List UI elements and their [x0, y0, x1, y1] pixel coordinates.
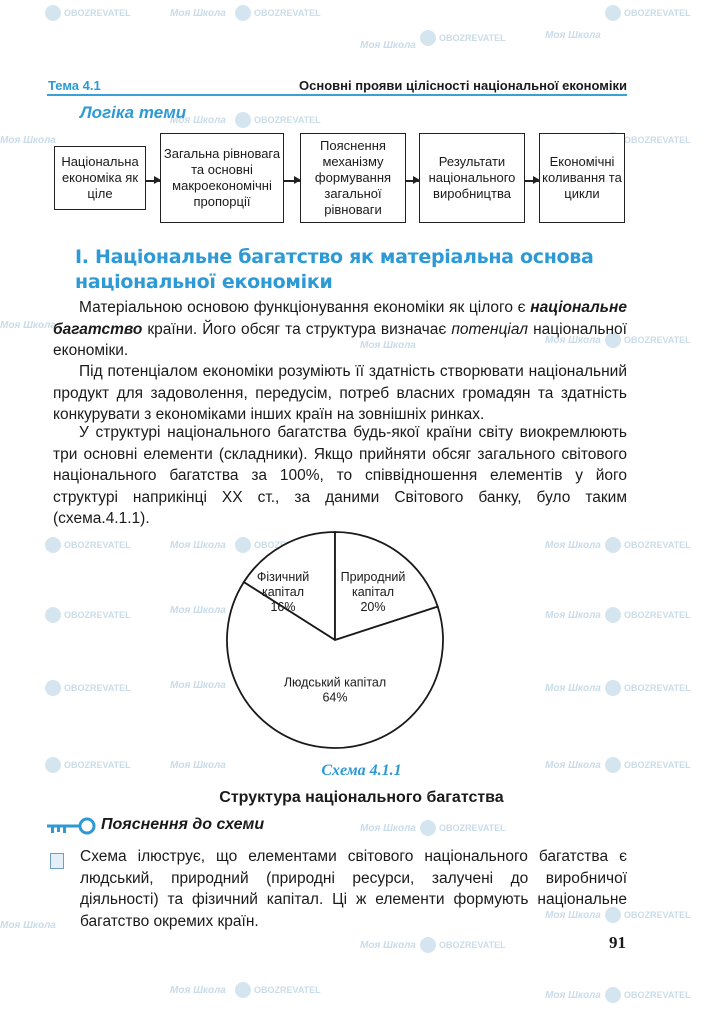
paragraph-3: У структурі національного багатства будь… — [53, 424, 627, 527]
watermark-school: Моя Школа — [545, 610, 601, 621]
section-title-text: Національне багатство як матеріальна осн… — [75, 246, 594, 293]
watermark-school: Моя Школа — [545, 540, 601, 551]
paragraph-text: Матеріальною основою функціонування екон… — [79, 299, 531, 316]
flow-arrow — [146, 177, 161, 183]
flow-box-1: Національна економіка як ціле — [54, 146, 146, 210]
watermark-obozrevatel: OBOZREVATEL — [45, 5, 131, 21]
watermark-obozrevatel: OBOZREVATEL — [605, 907, 691, 923]
paragraph-2: Під потенціалом економіки розуміють її з… — [53, 363, 627, 423]
topic-number: Тема 4.1 — [48, 78, 101, 93]
explanation-heading: Пояснення до схеми — [101, 816, 265, 833]
watermark-school: Моя Школа — [170, 115, 226, 126]
key-icon — [47, 817, 96, 835]
watermark-obozrevatel: OBOZREVATEL — [420, 30, 506, 46]
watermark-school: Моя Школа — [360, 823, 416, 834]
watermark-obozrevatel: OBOZREVATEL — [45, 607, 131, 623]
watermark-school: Моя Школа — [170, 985, 226, 996]
pie-slice — [334, 531, 439, 642]
flow-box-5: Економічні коливання та цикли — [539, 133, 625, 223]
pie-slice — [242, 531, 336, 642]
watermark-school: Моя Школа — [360, 40, 416, 51]
header-rule — [47, 94, 627, 96]
watermark-school: Моя Школа — [170, 8, 226, 19]
watermark-obozrevatel: OBOZREVATEL — [420, 820, 506, 836]
watermark-school: Моя Школа — [545, 683, 601, 694]
section-title: І. Національне багатство як матеріальна … — [75, 245, 635, 295]
watermark-obozrevatel: OBOZREVATEL — [45, 680, 131, 696]
logic-heading: Логіка теми — [80, 103, 187, 122]
watermark-obozrevatel: OBOZREVATEL — [605, 537, 691, 553]
paragraph-text: національної економіки. — [53, 320, 627, 360]
page-number: 91 — [609, 933, 626, 952]
flow-box-2: Загальна рівновага та основні макроеконо… — [160, 133, 284, 223]
watermark-school: Моя Школа — [170, 540, 226, 551]
watermark-school: Моя Школа — [545, 335, 601, 346]
pie-slice — [226, 580, 444, 749]
section-number: І. — [75, 246, 89, 268]
watermark-school: Моя Школа — [545, 30, 601, 41]
watermark-obozrevatel: OBOZREVATEL — [235, 982, 321, 998]
watermark-obozrevatel: OBOZREVATEL — [45, 537, 131, 553]
watermark-school: Моя Школа — [545, 760, 601, 771]
flow-box-4: Результати національного виробництва — [419, 133, 525, 223]
term-national-wealth: національне багатство — [53, 299, 627, 338]
watermark-school: Моя Школа — [545, 910, 601, 921]
running-title: Основні прояви цілісності національної е… — [299, 78, 627, 93]
watermark-obozrevatel: OBOZREVATEL — [605, 987, 691, 1003]
flow-box-3: Пояснення механізму формування загальної… — [300, 133, 406, 223]
watermark-school: Моя Школа — [545, 990, 601, 1001]
watermark-school: Моя Школа — [0, 320, 56, 331]
watermark-obozrevatel: OBOZREVATEL — [605, 607, 691, 623]
flow-arrow — [284, 177, 301, 183]
note-icon — [50, 853, 64, 869]
watermark-school: Моя Школа — [360, 340, 416, 351]
explanation-text: Схема ілюструє, що елементами світового … — [80, 848, 627, 930]
watermark-school: Моя Школа — [170, 760, 226, 771]
watermark-school: Моя Школа — [0, 920, 56, 931]
term-potential: потенціал — [451, 320, 529, 338]
scheme-caption: Схема 4.1.1 — [321, 762, 402, 779]
watermark-obozrevatel: OBOZREVATEL — [605, 332, 691, 348]
paragraph-1: Матеріальною основою функціонування екон… — [53, 297, 627, 362]
watermark-obozrevatel: OBOZREVATEL — [235, 5, 321, 21]
watermark-obozrevatel: OBOZREVATEL — [235, 112, 321, 128]
watermark-obozrevatel: OBOZREVATEL — [420, 937, 506, 953]
watermark-school: Моя Школа — [170, 680, 226, 691]
watermark-obozrevatel: OBOZREVATEL — [605, 680, 691, 696]
watermark-school: Моя Школа — [170, 605, 226, 616]
flow-arrow — [525, 177, 540, 183]
watermark-obozrevatel: OBOZREVATEL — [605, 5, 691, 21]
flow-arrow — [406, 177, 420, 183]
scheme-title: Структура національного багатства — [219, 789, 504, 806]
watermark-school: Моя Школа — [0, 135, 56, 146]
watermark-obozrevatel: OBOZREVATEL — [605, 757, 691, 773]
paragraph-text: країни. Його обсяг та структура визначає — [142, 320, 452, 338]
watermark-obozrevatel: OBOZREVATEL — [45, 757, 131, 773]
watermark-school: Моя Школа — [360, 940, 416, 951]
